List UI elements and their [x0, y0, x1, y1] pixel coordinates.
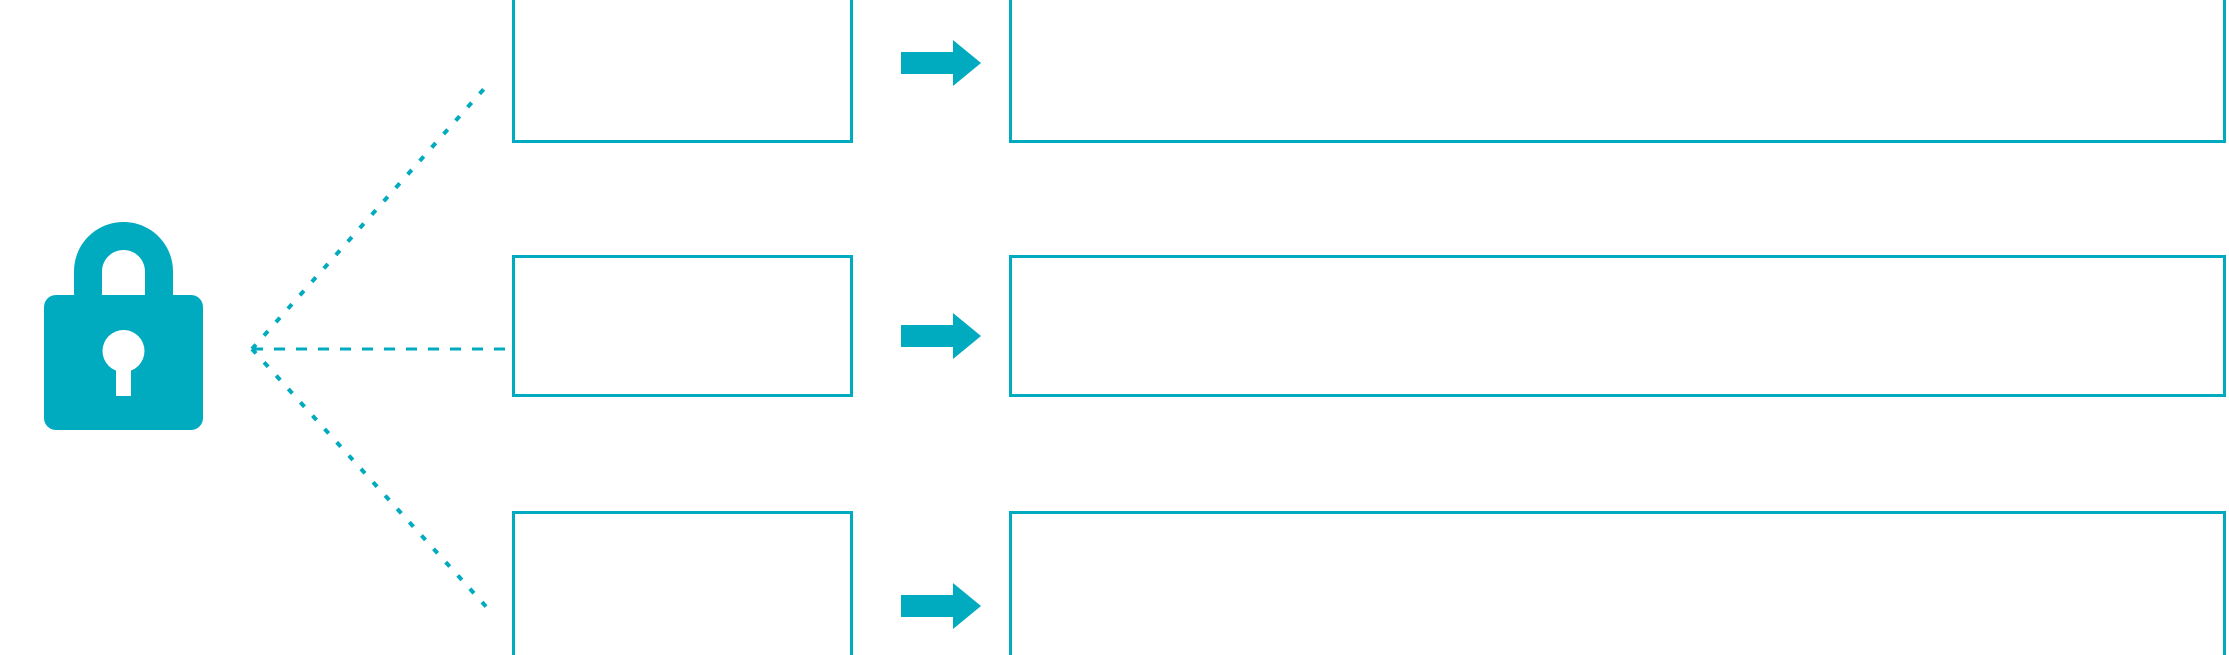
arrow-right-icon	[901, 313, 981, 359]
row-2-large-box[interactable]	[1009, 255, 2226, 397]
lock-icon	[44, 222, 203, 430]
arrow-right-icon	[901, 40, 981, 86]
arrow-right-icon	[901, 583, 981, 629]
connector-to-row-3	[250, 347, 493, 614]
row-3-arrow	[901, 583, 981, 629]
source-node	[44, 222, 203, 430]
row-3-small-box[interactable]	[512, 511, 853, 655]
row-1-arrow	[901, 40, 981, 86]
row-1-large-box[interactable]	[1009, 0, 2226, 143]
row-2-arrow	[901, 313, 981, 359]
row-2-small-box[interactable]	[512, 255, 853, 397]
connector-to-row-1	[250, 79, 493, 351]
row-3-large-box[interactable]	[1009, 511, 2226, 655]
row-1-small-box[interactable]	[512, 0, 853, 143]
